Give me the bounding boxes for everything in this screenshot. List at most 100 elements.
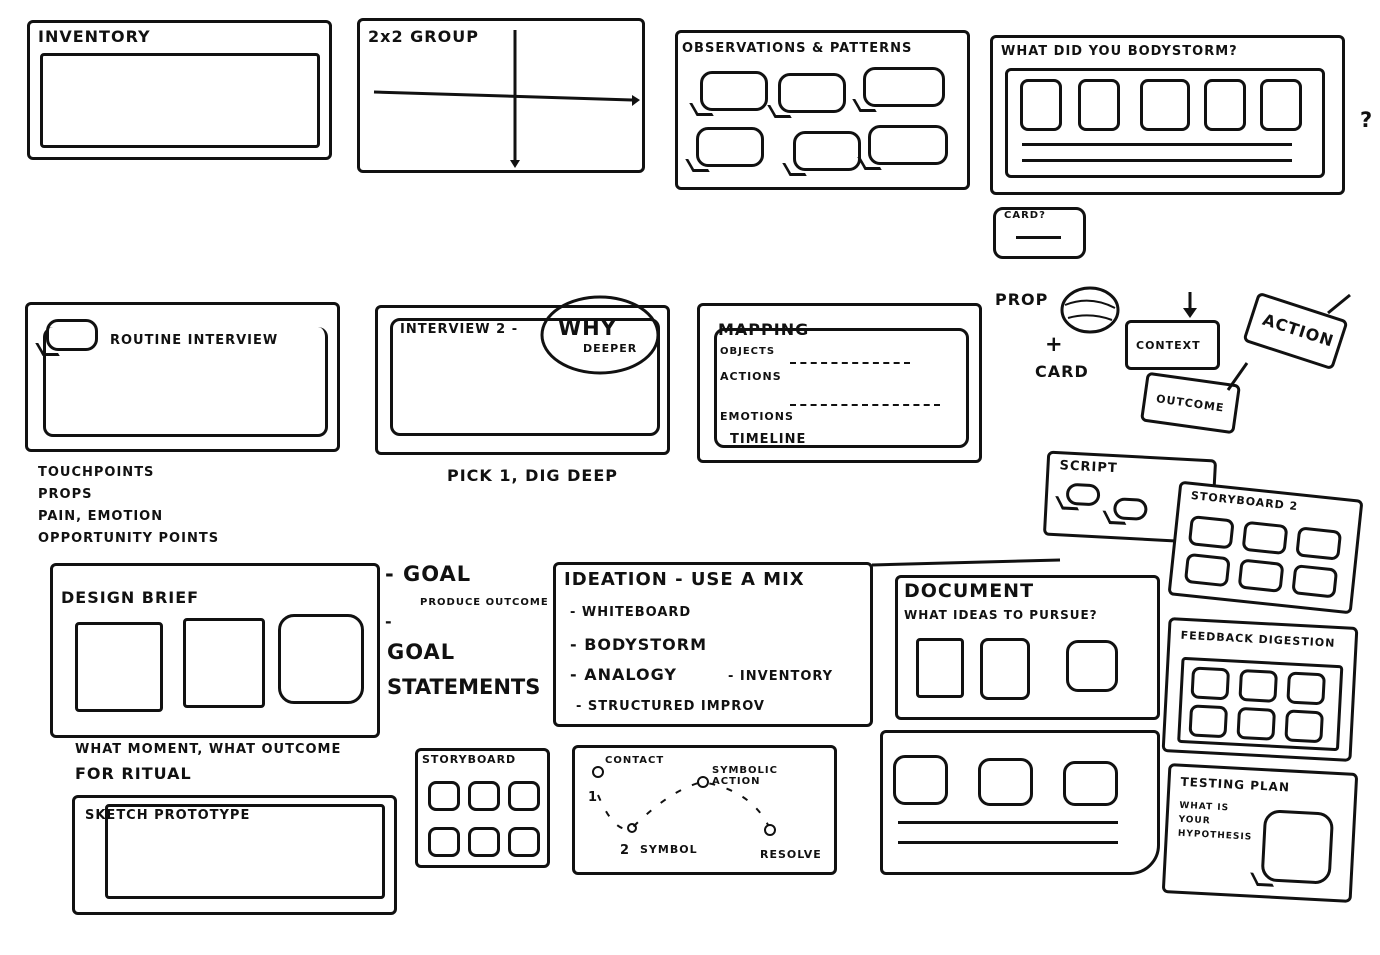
note-card [1190,666,1231,701]
plus-label: + [1045,332,1064,356]
card-line [1016,236,1061,239]
storyboard-cell [1291,564,1339,599]
script-title: SCRIPT [1059,458,1119,477]
testing-hypothesis-question: WHAT IS YOUR HYPOTHESIS [1177,800,1253,843]
storyboard-title: STORYBOARD [422,753,517,766]
testing-plan-title: TESTING PLAN [1180,774,1291,795]
interview2-title: INTERVIEW 2 - [400,322,519,337]
sketch-card [893,755,948,805]
ideation-item-analogy: - ANALOGY [570,665,677,684]
ritual-resolve-label: RESOLVE [760,848,822,861]
routine-interview-area [43,327,328,437]
note-props: PROPS [38,487,93,502]
brief-panel [183,618,265,708]
ideation-item-whiteboard: - WHITEBOARD [570,605,692,620]
card-label: CARD [1035,362,1089,381]
interview-notes: TOUCHPOINTS PROPS PAIN, EMOTION OPPORTUN… [38,462,219,550]
dashed-line [790,404,940,406]
ritual-contact-label: CONTACT [605,755,665,766]
feedback-frame: FEEDBACK DIGESTION [1161,617,1359,762]
mapping-frame: MAPPING OBJECTS ACTIONS EMOTIONS TIMELIN… [697,303,982,463]
ideation-frame: IDEATION - USE A MIX - WHITEBOARD - BODY… [553,562,873,727]
mapping-area [714,328,969,448]
feedback-board [1177,656,1344,752]
idea-card [980,638,1030,700]
note-touchpoints: TOUCHPOINTS [38,465,155,480]
sketch-card [1063,761,1118,806]
design-brief-frame: DESIGN BRIEF [50,563,380,738]
storyboard2-frame: STORYBOARD 2 [1167,480,1364,615]
card-frame: CARD? [993,207,1086,259]
ideation-title: IDEATION - USE A MIX [564,569,805,590]
empty-frame [1260,79,1302,131]
brief-panel [278,614,364,704]
note-card [1286,671,1326,706]
mapping-row-actions: ACTIONS [720,370,782,383]
produce-outcome-label: PRODUCE OUTCOME [420,597,549,608]
2x2-group-title: 2x2 GROUP [368,27,479,46]
ideation-item-structured-improv: - STRUCTURED IMPROV [576,699,765,714]
routine-interview-frame: ROUTINE INTERVIEW [25,302,340,452]
goal-dash: - [385,612,393,631]
speech-bubble [778,73,846,113]
speech-bubble [868,125,948,165]
design-brief-title: DESIGN BRIEF [61,588,200,607]
speech-bubble [696,127,764,167]
stick-figure-frame [1078,79,1120,131]
mapping-row-objects: OBJECTS [720,346,776,357]
storyboard-cell [1295,526,1343,561]
mapping-row-emotions: EMOTIONS [720,410,794,423]
goal-statements-line2: STATEMENTS [387,675,541,699]
storyboard-cell [468,827,500,857]
observations-title: OBSERVATIONS & PATTERNS [682,41,913,56]
storyboard-cell [1241,520,1289,556]
storyboard-cell [468,781,500,811]
goal-statements-line1: GOAL [387,640,456,664]
inventory-frame: INVENTORY [27,20,332,160]
inventory-title: INVENTORY [38,27,151,46]
caption-line [1022,143,1292,146]
storyboard-cell [1237,558,1285,593]
speech-bubble-icon [1112,497,1148,521]
sketch-prototype-area [105,804,385,899]
note-card [1236,706,1277,741]
prop-frame [1140,79,1190,131]
ritual-note-line1: WHAT MOMENT, WHAT OUTCOME [75,742,342,757]
note-card [1238,668,1278,703]
bodystorm-title: WHAT DID YOU BODYSTORM? [1001,44,1238,59]
context-card: CONTEXT [1125,320,1220,370]
storyboard-cell [1183,552,1231,588]
note-card [1188,704,1229,739]
ritual-step-1: 1 [588,790,599,805]
ritual-symbol-label: SYMBOL [640,843,698,856]
deeper-label: DEEPER [583,342,638,355]
testing-plan-frame: TESTING PLAN WHAT IS YOUR HYPOTHESIS [1161,763,1359,903]
caption-line [898,821,1118,824]
observations-frame: OBSERVATIONS & PATTERNS [675,30,970,190]
goal-label: - GOAL [385,562,472,586]
inventory-area [40,53,320,148]
speech-bubble [863,67,945,107]
mapping-row-timeline: TIMELINE [730,432,807,447]
storyboard-cell [428,827,460,857]
idea-card [916,638,964,698]
brief-panel [75,622,163,712]
sketch-prototype-title: SKETCH PROTOTYPE [85,808,251,823]
margin-question-mark: ? [1360,108,1374,132]
sketch-prototype-frame: SKETCH PROTOTYPE [72,795,397,915]
prop-label: PROP [995,290,1049,309]
document-subtitle: WHAT IDEAS TO PURSUE? [904,608,1098,622]
bodystorm-panel [1005,68,1325,178]
document-sketches-frame [880,730,1160,875]
dashed-line [790,362,910,364]
ritual-symbolic-action-label: SYMBOLIC ACTION [712,765,778,787]
speech-bubble-icon [1260,809,1335,885]
ritual-step-2: 2 [620,843,631,858]
interview2-frame: INTERVIEW 2 - WHY DEEPER [375,305,670,455]
ritual-note-line2: FOR RITUAL [75,764,192,783]
bodystorm-frame: WHAT DID YOU BODYSTORM? [990,35,1345,195]
note-card [1284,709,1324,744]
storyboard-cell [508,781,540,811]
speech-bubble [793,131,861,171]
